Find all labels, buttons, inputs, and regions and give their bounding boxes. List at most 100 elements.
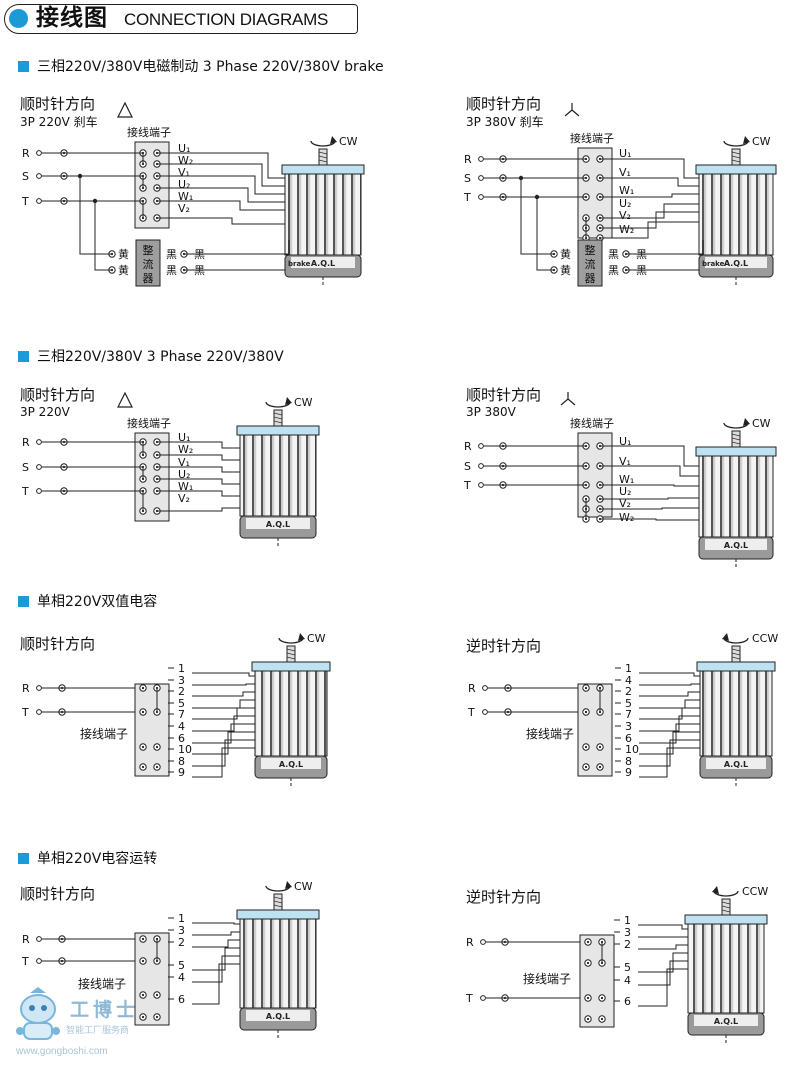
terminal-block-label: 接线端子 bbox=[127, 125, 171, 139]
motor-body bbox=[239, 434, 317, 517]
terminal-screw-center bbox=[155, 745, 159, 749]
terminal-screw-center bbox=[141, 765, 145, 769]
terminal-block bbox=[579, 934, 615, 1028]
motor-badge-bg bbox=[694, 1015, 758, 1026]
input-label-t: T bbox=[467, 706, 475, 719]
terminal-block-label: 接线端子 bbox=[127, 416, 171, 430]
terminal-number: 4 bbox=[178, 971, 185, 984]
phase-label-r: R bbox=[22, 147, 30, 160]
motor-badge: A.Q.L bbox=[266, 520, 290, 529]
motor-lead-wire bbox=[157, 187, 285, 203]
motor-lead-wire bbox=[157, 507, 240, 512]
direction-label: 顺时针方向 bbox=[20, 95, 96, 113]
phase-label-r: R bbox=[464, 153, 472, 166]
terminal-number: 5 bbox=[625, 697, 632, 710]
terminal-block bbox=[577, 147, 613, 239]
terminal-number: 1 bbox=[178, 912, 185, 925]
motor-lead-wire bbox=[600, 518, 699, 521]
line-terminal-icon bbox=[480, 939, 486, 945]
motor-lead-wire bbox=[614, 960, 688, 986]
direction-label: 逆时针方向 bbox=[466, 637, 542, 655]
spec-label: 3P 220V 刹车 bbox=[20, 115, 98, 129]
square-bullet-icon bbox=[18, 853, 29, 864]
motor-lead-wire bbox=[168, 667, 255, 677]
arrow-head-icon bbox=[743, 136, 750, 144]
terminal-label: U₁ bbox=[619, 435, 631, 448]
input-label-r: R bbox=[468, 682, 476, 695]
terminal-screw-center bbox=[584, 765, 588, 769]
terminal-number: 9 bbox=[178, 766, 185, 779]
terminal-block bbox=[134, 932, 170, 1026]
terminal-label: V₁ bbox=[178, 456, 190, 469]
motor: CWA.Q.L bbox=[236, 396, 320, 546]
motor-body bbox=[698, 173, 774, 256]
terminal-number: 2 bbox=[178, 685, 185, 698]
terminal-screw-center bbox=[141, 710, 145, 714]
motor-lead-wire bbox=[168, 679, 255, 686]
terminal-number: 5 bbox=[178, 959, 185, 972]
junction-dot bbox=[92, 198, 98, 204]
motor-cap bbox=[684, 914, 768, 925]
terminal-screw-center bbox=[155, 1015, 159, 1019]
rectifier-label: 器 bbox=[143, 272, 154, 285]
phase-label-r: R bbox=[22, 436, 30, 449]
watermark-url: www.gongboshi.com bbox=[16, 1046, 108, 1057]
motor-lead-wire bbox=[615, 739, 700, 767]
motor-badge-bg bbox=[706, 758, 766, 769]
line-terminal-icon bbox=[36, 488, 42, 494]
input-label-t: T bbox=[21, 706, 29, 719]
terminal-label: V₂ bbox=[178, 492, 190, 505]
terminal-label: W₁ bbox=[178, 190, 193, 203]
terminal-label: U₁ bbox=[178, 431, 190, 444]
motor-badge-bg bbox=[291, 257, 355, 268]
motor-lead-wire bbox=[600, 221, 699, 239]
shaft-thread bbox=[273, 904, 283, 908]
spec-label: 3P 380V 刹车 bbox=[466, 115, 544, 129]
shaft-thread bbox=[731, 433, 741, 437]
terminal-number: 1 bbox=[624, 914, 631, 927]
rotation-label: CW bbox=[307, 632, 326, 645]
direction-label: 顺时针方向 bbox=[466, 386, 542, 404]
rectifier-wire bbox=[536, 197, 554, 271]
terminal-number: 6 bbox=[178, 993, 185, 1006]
motor-lead-wire bbox=[157, 163, 285, 187]
phase-label-s: S bbox=[22, 170, 29, 183]
rotation-label: CW bbox=[752, 417, 771, 430]
terminal-screw-center bbox=[586, 961, 590, 965]
black-wire-label: 黑 bbox=[166, 248, 177, 261]
terminal-number: 4 bbox=[624, 974, 631, 987]
yellow-wire-label: 黄 bbox=[560, 263, 571, 277]
terminal-number: 2 bbox=[178, 936, 185, 949]
yellow-wire-label: 黄 bbox=[118, 247, 129, 261]
input-label-r: R bbox=[466, 936, 474, 949]
motor-cap bbox=[281, 164, 365, 175]
motor-lead-wire bbox=[168, 707, 255, 720]
motor-lead-wire bbox=[157, 152, 285, 179]
motor-body bbox=[687, 923, 765, 1014]
terminal-number: 6 bbox=[178, 732, 185, 745]
junction-dot bbox=[534, 194, 540, 200]
rectifier-wire bbox=[520, 178, 554, 255]
line-terminal-icon bbox=[478, 156, 484, 162]
motor-badge-bg bbox=[705, 539, 767, 550]
shaft-thread bbox=[721, 909, 731, 913]
brake-wire bbox=[626, 240, 704, 255]
shaft-thread bbox=[273, 420, 283, 424]
junction-dot bbox=[77, 173, 83, 179]
section-title-3: 单相220V双值电容 bbox=[18, 593, 157, 611]
motor-lead-wire bbox=[615, 723, 700, 744]
terminal-number: 3 bbox=[178, 924, 185, 937]
motor-lead-wire bbox=[600, 484, 699, 487]
motor-lead-wire bbox=[168, 731, 255, 755]
terminal-number: 5 bbox=[624, 961, 631, 974]
section-title-4: 单相220V电容运转 bbox=[18, 850, 157, 868]
shaft-thread bbox=[318, 155, 328, 159]
terminal-screw-center bbox=[584, 745, 588, 749]
shaft-thread bbox=[273, 416, 283, 420]
terminal-number: 3 bbox=[625, 720, 632, 733]
motor-lead-wire bbox=[600, 203, 699, 219]
